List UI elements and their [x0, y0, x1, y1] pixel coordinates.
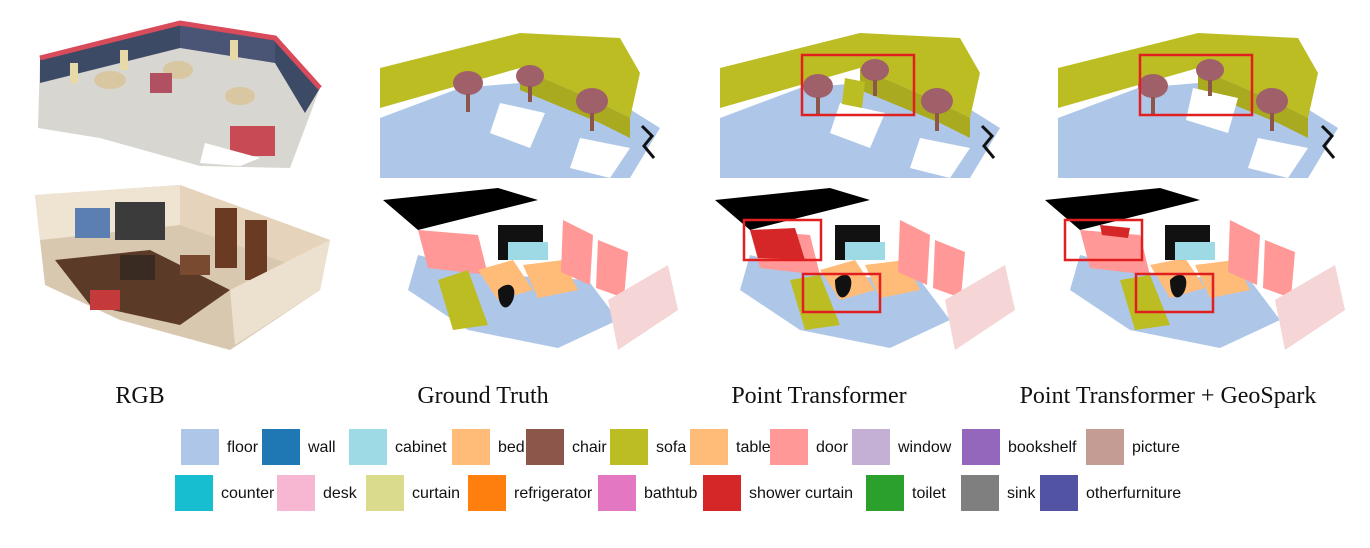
highlight-box [1134, 272, 1215, 314]
highlight-box [801, 272, 882, 314]
legend-label: floor [227, 439, 259, 456]
legend-label: picture [1132, 439, 1181, 456]
legend-swatch [770, 429, 808, 465]
legend-swatch [526, 429, 564, 465]
legend-label: door [816, 439, 849, 456]
legend-swatch [866, 475, 904, 511]
legend-swatch [1086, 429, 1124, 465]
caption-point-transformer: Point Transformer [731, 383, 907, 409]
legend-label: window [898, 439, 952, 456]
caption-point-transformer-geospark: Point Transformer + GeoSpark [1019, 383, 1317, 409]
rgb-scene-2 [30, 180, 345, 355]
legend-row-1: floor wall cabinet bed chair sofa table … [0, 428, 1370, 468]
legend-row-2: counter desk curtain refrigerator bathtu… [0, 474, 1370, 514]
legend-swatch [181, 429, 219, 465]
legend-swatch [452, 429, 490, 465]
highlight-box [1063, 218, 1144, 262]
ground-truth-scene-1 [380, 18, 680, 178]
caption-rgb: RGB [115, 383, 165, 409]
legend-label: chair [572, 439, 607, 456]
legend-swatch [366, 475, 404, 511]
legend-swatch [262, 429, 300, 465]
legend-swatch [277, 475, 315, 511]
legend-label: counter [221, 485, 275, 502]
legend-swatch [610, 429, 648, 465]
legend-label: shower curtain [749, 485, 854, 502]
legend-label: bed [498, 439, 525, 456]
legend-label: cabinet [395, 439, 447, 456]
legend-swatch [175, 475, 213, 511]
legend-label: toilet [912, 485, 946, 502]
legend-label: refrigerator [514, 485, 593, 502]
legend-swatch [349, 429, 387, 465]
legend-label: bookshelf [1008, 439, 1077, 456]
legend-label: desk [323, 485, 357, 502]
highlight-box [1138, 53, 1254, 117]
highlight-box [742, 218, 823, 262]
rgb-scene-1 [30, 18, 330, 178]
legend-swatch [598, 475, 636, 511]
legend-swatch [1040, 475, 1078, 511]
highlight-box [800, 53, 916, 117]
legend-label: table [736, 439, 771, 456]
geospark-scene-2 [1040, 180, 1355, 355]
geospark-scene-1 [1058, 18, 1358, 178]
legend-swatch [961, 475, 999, 511]
caption-ground-truth: Ground Truth [417, 383, 549, 409]
legend-label: otherfurniture [1086, 485, 1182, 502]
legend-swatch [690, 429, 728, 465]
legend-swatch [468, 475, 506, 511]
ground-truth-scene-2 [378, 180, 693, 355]
legend-label: wall [308, 439, 336, 456]
legend-swatch [962, 429, 1000, 465]
legend-label: sink [1007, 485, 1036, 502]
point-transformer-scene-1 [720, 18, 1020, 178]
legend-swatch [703, 475, 741, 511]
legend-label: sofa [656, 439, 687, 456]
legend-label: curtain [412, 485, 461, 502]
legend-label: bathtub [644, 485, 698, 502]
point-transformer-scene-2 [710, 180, 1025, 355]
legend-swatch [852, 429, 890, 465]
